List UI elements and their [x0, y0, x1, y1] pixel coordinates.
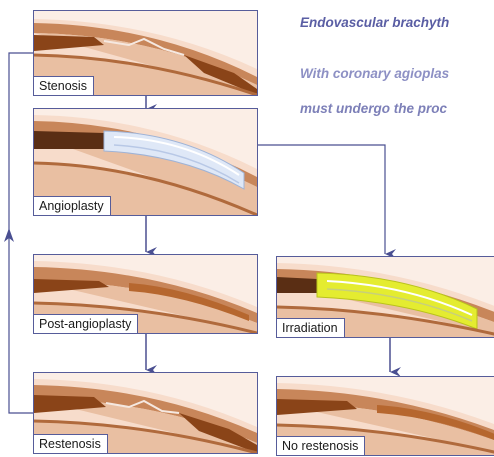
label-no-restenosis: No restenosis [277, 436, 365, 455]
label-irradiation: Irradiation [277, 318, 345, 337]
label-angioplasty: Angioplasty [34, 196, 111, 215]
caption-line-3: must undergo the proc [300, 101, 447, 116]
label-stenosis: Stenosis [34, 76, 94, 95]
panel-angioplasty: Angioplasty [33, 108, 258, 216]
panel-restenosis: Restenosis [33, 372, 258, 454]
label-restenosis: Restenosis [34, 434, 108, 453]
branch-to-irradiation [256, 145, 385, 254]
feedback-loop [9, 53, 33, 413]
panel-post-angioplasty: Post-angioplasty [33, 254, 258, 334]
panel-irradiation: Irradiation [276, 256, 494, 338]
caption-line-1: Endovascular brachyth [300, 15, 449, 30]
panel-no-restenosis: No restenosis [276, 376, 494, 456]
panel-stenosis: Stenosis [33, 10, 258, 96]
label-post-angioplasty: Post-angioplasty [34, 314, 138, 333]
caption-line-2: With coronary agioplas [300, 66, 449, 81]
